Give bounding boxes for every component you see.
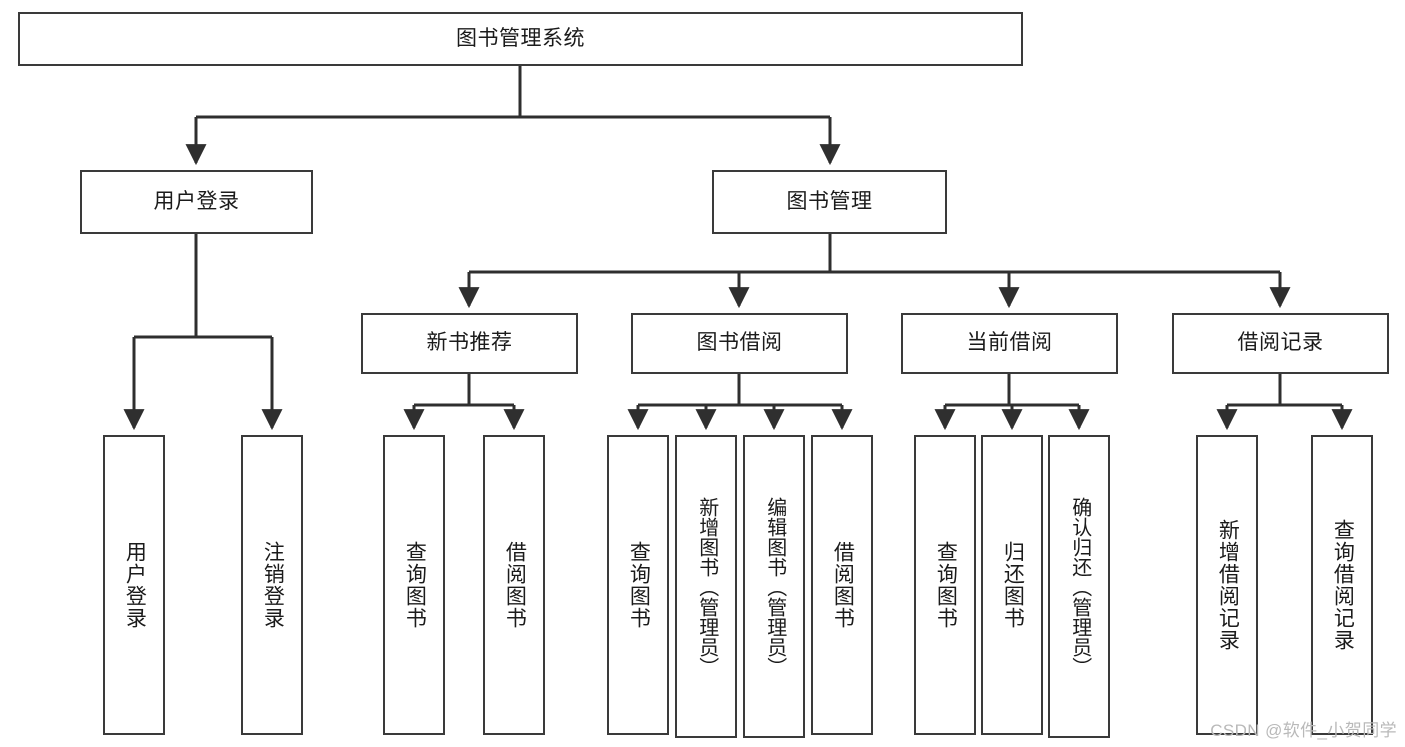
leaf-user-login-signin[interactable]: 用户登录 <box>103 435 165 735</box>
leaf-book-borrow-add-book-admin[interactable]: 新增图书（管理员） <box>675 435 737 738</box>
leaf-current-borrow-query-book[interactable]: 查询图书 <box>914 435 976 735</box>
csdn-watermark: CSDN @软件_小贺同学 <box>1210 721 1397 740</box>
node-new-book-recommend[interactable]: 新书推荐 <box>361 313 578 374</box>
leaf-current-borrow-confirm-return-admin[interactable]: 确认归还（管理员） <box>1048 435 1110 738</box>
node-label: 借阅图书 <box>831 541 855 629</box>
node-label: 查询图书 <box>934 541 958 629</box>
leaf-current-borrow-return-book[interactable]: 归还图书 <box>981 435 1043 735</box>
node-label: 归还图书 <box>1001 541 1025 629</box>
node-label: 图书借阅 <box>696 331 783 355</box>
leaf-new-book-query-book[interactable]: 查询图书 <box>383 435 445 735</box>
leaf-borrow-record-add-record[interactable]: 新增借阅记录 <box>1196 435 1258 735</box>
node-book-management[interactable]: 图书管理 <box>712 170 947 234</box>
leaf-new-book-borrow-book[interactable]: 借阅图书 <box>483 435 545 735</box>
node-book-borrow[interactable]: 图书借阅 <box>631 313 848 374</box>
node-borrow-record[interactable]: 借阅记录 <box>1172 313 1389 374</box>
node-user-login[interactable]: 用户登录 <box>80 170 313 234</box>
node-label: 借阅图书 <box>503 541 527 629</box>
node-label: 当前借阅 <box>966 331 1053 355</box>
node-label: 借阅记录 <box>1237 331 1324 355</box>
leaf-book-borrow-query-book[interactable]: 查询图书 <box>607 435 669 735</box>
leaf-book-borrow-edit-book-admin[interactable]: 编辑图书（管理员） <box>743 435 805 738</box>
node-label: 图书管理系统 <box>456 26 585 50</box>
node-label: 用户登录 <box>123 541 147 629</box>
node-label: 查询借阅记录 <box>1331 519 1355 651</box>
node-current-borrow[interactable]: 当前借阅 <box>901 313 1118 374</box>
leaf-borrow-record-query-record[interactable]: 查询借阅记录 <box>1311 435 1373 735</box>
leaf-user-login-signout[interactable]: 注销登录 <box>241 435 303 735</box>
node-label: 新书推荐 <box>426 331 513 355</box>
leaf-book-borrow-borrow-book[interactable]: 借阅图书 <box>811 435 873 735</box>
node-label: 查询图书 <box>403 541 427 629</box>
node-label: 新增借阅记录 <box>1216 519 1240 651</box>
node-label: 编辑图书（管理员） <box>763 496 786 677</box>
node-label: 用户登录 <box>153 189 240 213</box>
node-root-book-management-system[interactable]: 图书管理系统 <box>18 12 1023 66</box>
node-label: 查询图书 <box>627 541 651 629</box>
node-label: 确认归还（管理员） <box>1068 496 1091 677</box>
node-label: 注销登录 <box>261 541 285 629</box>
node-label: 新增图书（管理员） <box>695 496 718 677</box>
node-label: 图书管理 <box>786 189 873 213</box>
